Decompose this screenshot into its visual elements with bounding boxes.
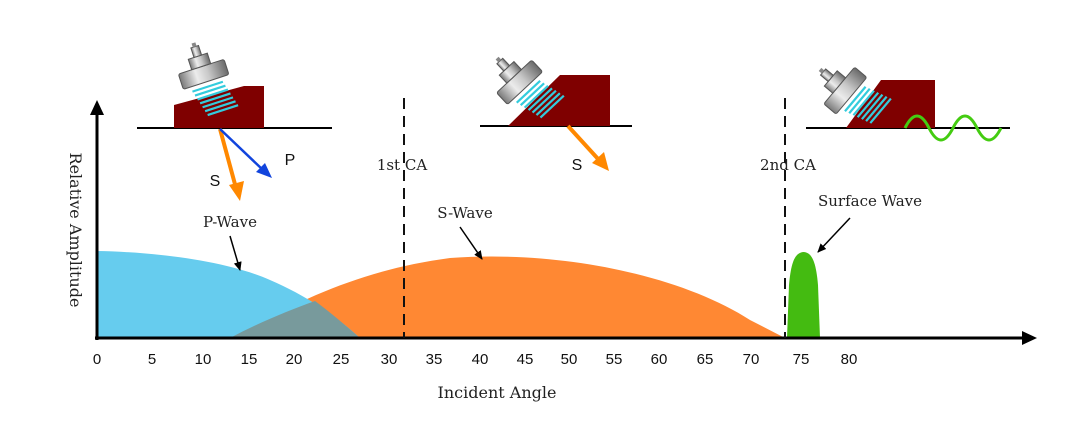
transducer-connector (496, 57, 511, 72)
p-wave-arrow (219, 128, 264, 171)
element-line (852, 89, 875, 116)
x-axis-label: Incident Angle (438, 383, 557, 402)
x-tick-labels: 0 5 10 15 20 25 30 35 40 45 50 55 60 65 70 75 80 (93, 351, 858, 368)
left-transducer-illustration: S P (137, 42, 332, 201)
s-wave-label: S-Wave (437, 204, 493, 222)
wedge-block (846, 80, 935, 128)
p-wave-arrowhead (256, 163, 272, 178)
element-line (856, 91, 880, 118)
element-line (527, 87, 553, 111)
s-wave-pointer (459, 226, 483, 260)
transducer-element-lines (516, 80, 565, 119)
x-tick-label: 65 (697, 351, 714, 368)
x-tick-label: 70 (743, 351, 760, 368)
surface-wave-pointer (817, 217, 851, 253)
element-line (202, 96, 234, 109)
transducer-connector (190, 44, 203, 59)
s-wave-region (230, 256, 785, 338)
element-line (204, 100, 236, 113)
critical-angle-lines: 1st CA 2nd CA (377, 98, 816, 338)
s-wave-arrow (566, 124, 601, 162)
x-tick-label: 55 (606, 351, 623, 368)
surface-wave-sine (903, 114, 1003, 142)
s-wave-arrowhead (229, 181, 244, 201)
element-line (523, 84, 549, 109)
x-tick-label: 15 (241, 351, 258, 368)
x-tick-label: 80 (841, 351, 858, 368)
element-line (516, 80, 541, 104)
transducer-element-lines (192, 80, 239, 117)
element-line (207, 104, 239, 117)
element-line (535, 92, 561, 116)
element-line (844, 86, 867, 112)
x-axis-arrowhead (1022, 331, 1037, 345)
element-line (199, 92, 231, 105)
element-line (869, 97, 892, 124)
p-wave-label: P-Wave (203, 213, 257, 231)
right-transducer-illustration (806, 67, 1010, 142)
x-tick-label: 5 (148, 351, 156, 368)
region-labels: P-Wave S-Wave Surface Wave (203, 192, 922, 271)
surface-wave-label: Surface Wave (818, 192, 922, 210)
s-wave-arrow (218, 128, 238, 189)
x-tick-label: 40 (472, 351, 489, 368)
x-tick-label: 45 (517, 351, 534, 368)
element-line (848, 88, 871, 114)
middle-transducer-illustration: S (480, 56, 632, 174)
y-axis-label: Relative Amplitude (66, 153, 85, 308)
x-tick-label: 10 (195, 351, 212, 368)
first-critical-angle-label: 1st CA (377, 156, 428, 174)
x-tick-label: 30 (381, 351, 398, 368)
s-wave-arrowhead (592, 152, 609, 171)
p-wave-pointer (229, 235, 242, 271)
x-tick-label: 0 (93, 351, 101, 368)
p-s-overlap-region (230, 301, 360, 338)
element-line (861, 93, 884, 120)
element-line (519, 82, 545, 106)
element-line (865, 95, 888, 122)
left-p-label: P (285, 152, 296, 169)
element-line (531, 89, 557, 114)
left-s-label: S (210, 173, 221, 190)
x-tick-label: 50 (561, 351, 578, 368)
x-tick-label: 35 (426, 351, 443, 368)
connector-tip (818, 67, 825, 74)
middle-s-label: S (572, 157, 583, 174)
connector-tip (191, 42, 197, 48)
element-line (539, 94, 565, 119)
x-tick-label: 20 (286, 351, 303, 368)
element-line (197, 88, 229, 101)
element-line (192, 80, 224, 93)
element-line (194, 84, 226, 97)
x-tick-label: 25 (333, 351, 350, 368)
surface-wave-region (787, 252, 820, 338)
transducer-element-lines (844, 86, 892, 124)
x-tick-label: 75 (793, 351, 810, 368)
wave-regions (97, 251, 820, 338)
second-critical-angle-label: 2nd CA (760, 156, 816, 174)
y-axis-arrowhead (90, 100, 104, 115)
connector-tip (495, 56, 502, 63)
axes: 0 5 10 15 20 25 30 35 40 45 50 55 60 65 70 75 80 Inciden… (66, 100, 1037, 402)
x-tick-label: 60 (651, 351, 668, 368)
